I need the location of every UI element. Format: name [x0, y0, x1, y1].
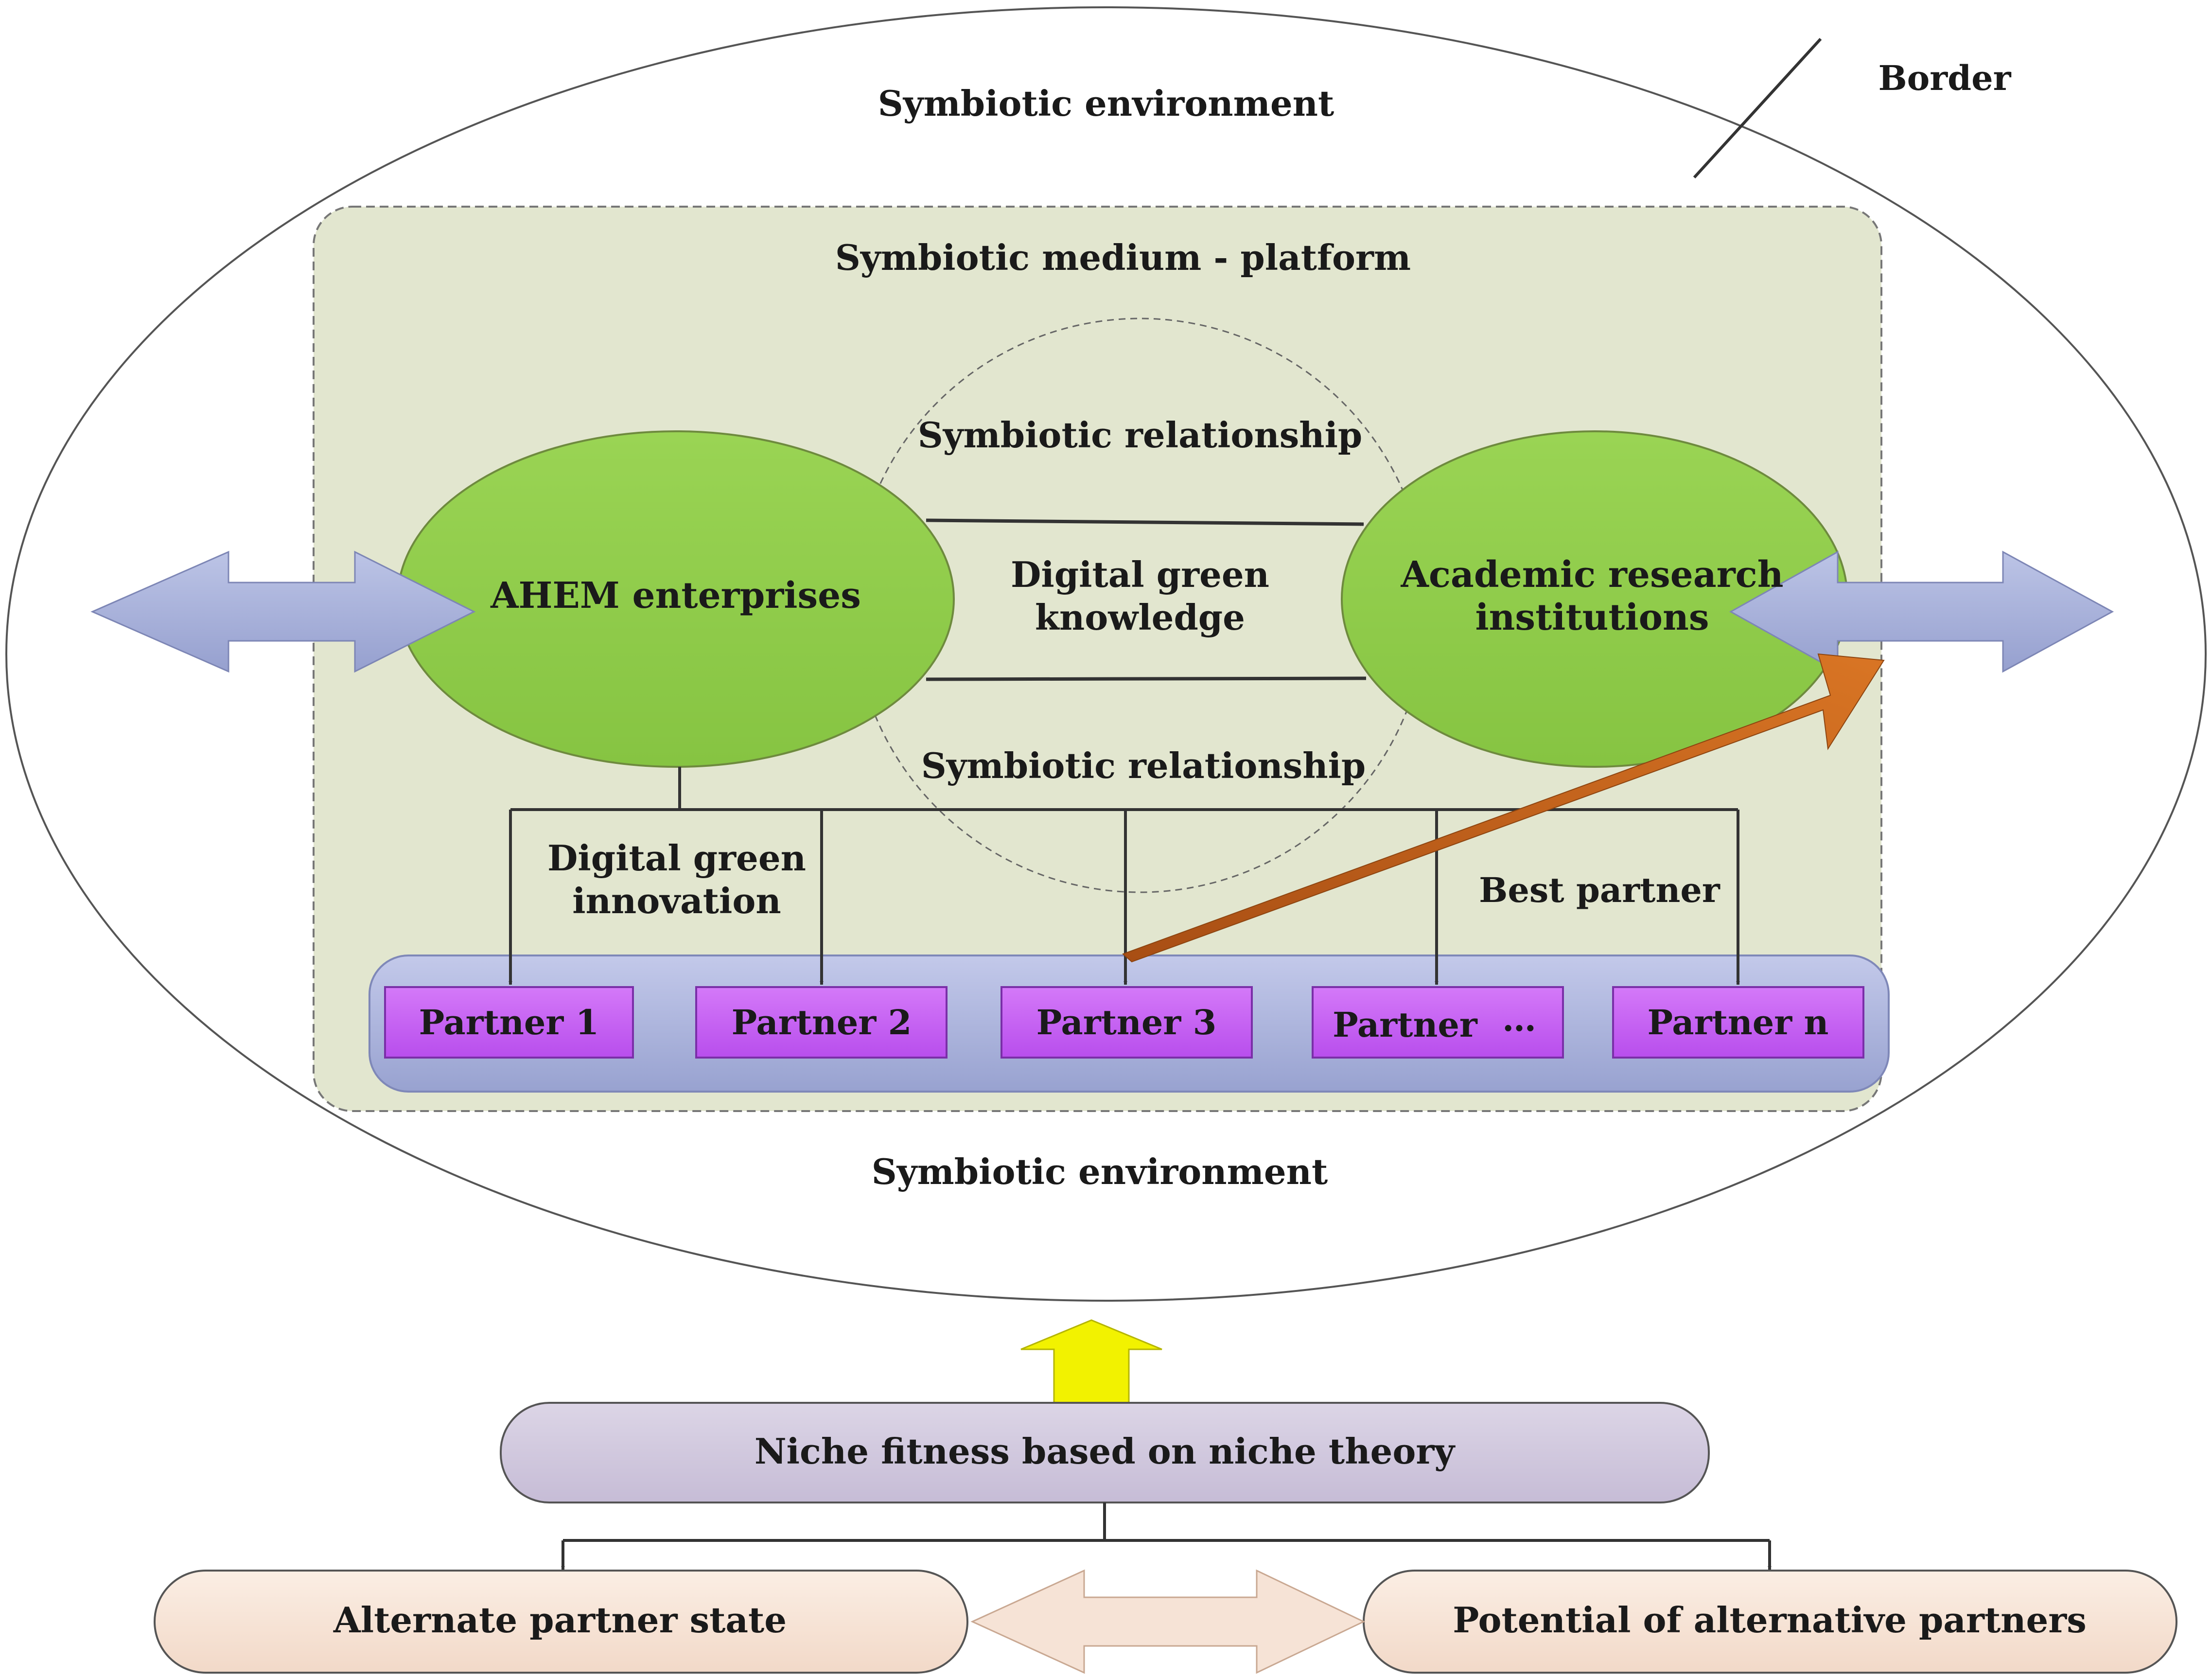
- partner-boxes: [384, 986, 1864, 1059]
- partner-box-4: [1312, 986, 1564, 1059]
- platform-label: Symbiotic medium - platform: [835, 237, 1411, 278]
- best-partner-arrow: [1122, 653, 1885, 963]
- partner-box-n: [1612, 986, 1864, 1059]
- potential-label: Potential of alternative partners: [1453, 1599, 2087, 1641]
- partner-2-label: Partner 2: [732, 1002, 912, 1043]
- relationship-top-label: Symbiotic relationship: [918, 414, 1363, 456]
- knowledge-arrow-right: [926, 518, 1364, 526]
- niche-connector: [561, 1502, 1772, 1570]
- border-line: [1693, 37, 1822, 179]
- yellow-up-arrow: [1020, 1319, 1162, 1404]
- knowledge-label-line2: knowledge: [1035, 597, 1245, 638]
- alternate-partner-state-box: [154, 1570, 968, 1674]
- knowledge-label-line1: Digital green: [1011, 554, 1269, 595]
- knowledge-arrow-left: [926, 676, 1367, 681]
- peach-double-arrow: [970, 1569, 1366, 1674]
- partner-3-label: Partner 3: [1036, 1002, 1217, 1043]
- partner-4-label: Partner: [1333, 1005, 1478, 1045]
- innovation-label-line2: innovation: [572, 880, 781, 921]
- right-double-arrow: [1729, 550, 2114, 673]
- environment-bottom-label: Symbiotic environment: [872, 1151, 1328, 1192]
- partner-box-1: [384, 986, 634, 1059]
- academic-label-line1: Academic research: [1400, 554, 1783, 596]
- relationship-bottom-label: Symbiotic relationship: [921, 745, 1366, 786]
- left-double-arrow: [90, 550, 476, 673]
- innovation-label-line1: Digital green: [547, 837, 806, 879]
- ahem-label: AHEM enterprises: [490, 575, 861, 617]
- partner-box-2: [695, 986, 948, 1059]
- niche-fitness-label: Niche fitness based on niche theory: [755, 1431, 1456, 1472]
- academic-label-line2: institutions: [1475, 597, 1709, 638]
- partner-ellipsis: …: [1502, 999, 1536, 1039]
- border-label: Border: [1878, 58, 2011, 98]
- partner-box-3: [1001, 986, 1253, 1059]
- partner-1-label: Partner 1: [419, 1002, 599, 1043]
- partner-n-label: Partner n: [1648, 1002, 1829, 1043]
- environment-top-label: Symbiotic environment: [878, 83, 1334, 124]
- alternate-state-label: Alternate partner state: [333, 1599, 787, 1641]
- best-partner-label: Best partner: [1479, 870, 1720, 910]
